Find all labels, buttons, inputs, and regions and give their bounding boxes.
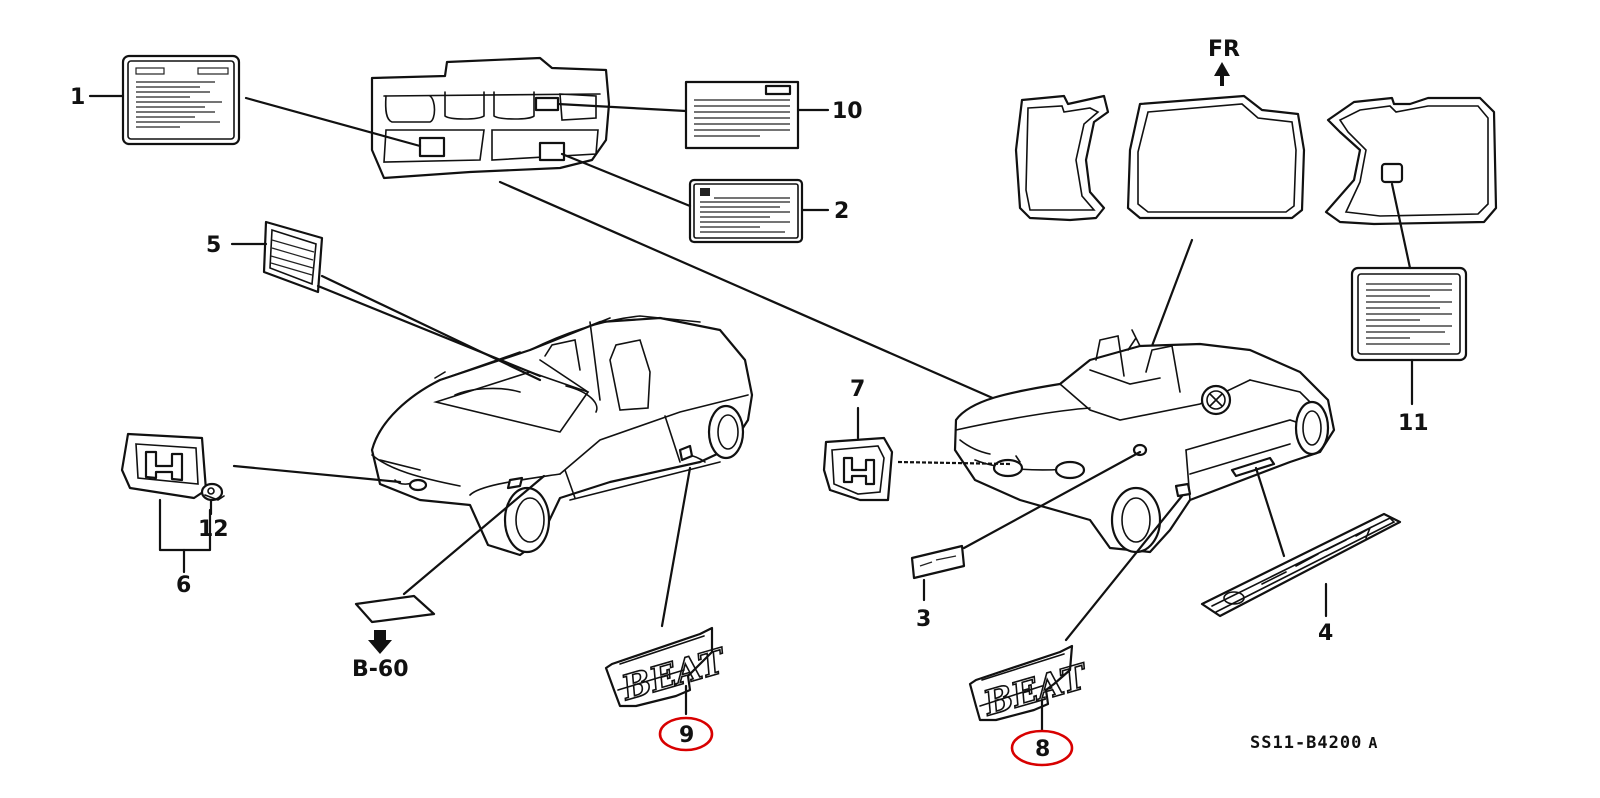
callout-1: 1 <box>70 85 85 110</box>
beat-emblem-part-8: BEAT <box>968 644 1094 725</box>
leader-3-to-car <box>962 450 1142 550</box>
leader-11-top <box>1390 182 1412 270</box>
vent-badge-part-5 <box>262 220 324 294</box>
label-part-11 <box>1350 266 1468 362</box>
arrow-down-icon <box>368 630 392 654</box>
callout-12: 12 <box>198 517 229 542</box>
label-part-10 <box>684 80 800 150</box>
hood-panel <box>370 56 611 180</box>
h-emblem-part-6 <box>120 432 208 500</box>
side-sill-part-4 <box>1200 512 1402 618</box>
callout-8: 8 <box>1035 737 1050 762</box>
leader-1-to-hood <box>244 96 422 148</box>
leader-4-to-car <box>1254 466 1286 558</box>
leader-2 <box>560 152 692 208</box>
floor-mat-left <box>1014 94 1110 222</box>
leader-5-to-car <box>320 274 542 382</box>
part-code-suffix: A <box>1368 734 1378 752</box>
highlight-ring-8 <box>1010 729 1074 767</box>
label-part-1 <box>121 54 241 146</box>
badge-part-3 <box>910 544 966 580</box>
callout-7: 7 <box>850 377 865 402</box>
callout-4: 4 <box>1318 621 1333 646</box>
part-code-main: SS11-B4200 <box>1250 733 1362 753</box>
car-rear-view <box>953 329 1336 554</box>
callout-5: 5 <box>206 233 221 258</box>
h-emblem-part-7 <box>822 436 894 502</box>
leader-sticker <box>402 474 546 596</box>
reference-b60: B-60 <box>352 657 409 682</box>
leader-5-to-car-b <box>316 284 542 378</box>
sticker-b60 <box>354 594 436 624</box>
leader-8-to-car <box>1064 494 1184 642</box>
callout-3: 3 <box>916 607 931 632</box>
beat-emblem-part-9: BEAT <box>604 626 733 710</box>
part-code: SS11-B4200 A <box>1250 733 1378 753</box>
clip-part-12 <box>200 482 225 502</box>
direction-label-fr: FR <box>1208 37 1240 62</box>
floor-mat-center <box>1126 94 1306 220</box>
callout-6: 6 <box>176 573 191 598</box>
leader-hood-to-rear-car <box>498 180 1022 412</box>
direction-arrow-fr <box>1214 62 1230 86</box>
highlight-ring-9 <box>658 716 714 752</box>
leader-10 <box>556 102 688 113</box>
leader-6-to-car <box>232 464 402 484</box>
callout-10: 10 <box>832 99 863 124</box>
leader-7-to-car <box>897 460 1011 466</box>
floor-mat-right <box>1324 96 1498 226</box>
callout-2: 2 <box>834 199 849 224</box>
callout-11: 11 <box>1398 411 1429 436</box>
callout-9: 9 <box>679 723 694 748</box>
leader-9 <box>660 466 692 628</box>
car-front-view <box>370 315 754 557</box>
label-part-2 <box>688 178 804 244</box>
